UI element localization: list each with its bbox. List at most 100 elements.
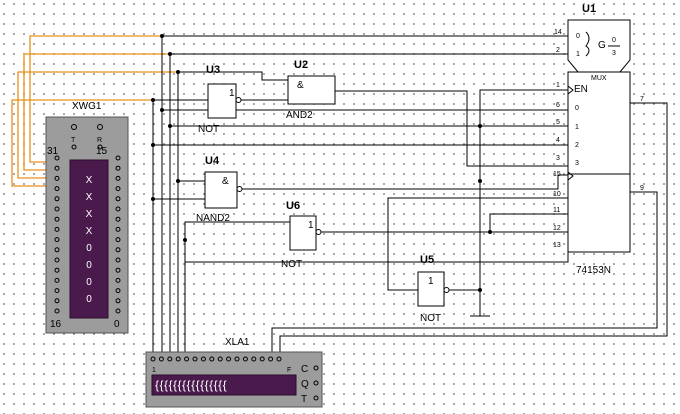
u1-pin2: 2 <box>556 47 560 54</box>
u5-bubble <box>443 287 450 293</box>
xwg1-left-terminals <box>54 155 60 314</box>
xwg1-screen-glyph: 0 <box>86 277 92 288</box>
u2-and-gate[interactable]: U2 & AND2 <box>286 59 336 121</box>
xwg1-bottom-left: 16 <box>50 319 62 330</box>
u4-ref: U4 <box>205 155 220 167</box>
xwg1-terminal-left[interactable] <box>54 237 60 243</box>
wires <box>11 35 668 358</box>
xwg1-t-terminal <box>71 144 77 150</box>
u1-fraction-top: 0 <box>612 37 616 44</box>
wire-gen-c[interactable] <box>17 71 178 179</box>
xla1-input-terminal[interactable] <box>158 356 164 362</box>
xwg1-terminal-left[interactable] <box>54 206 60 212</box>
u1-header: G <box>598 40 606 51</box>
u5-not-gate[interactable]: U5 1 NOT <box>417 254 450 324</box>
xwg1-terminal-left[interactable] <box>54 175 60 181</box>
xwg1-ref: XWG1 <box>72 101 102 112</box>
xwg1-terminal-left[interactable] <box>54 216 60 222</box>
xwg1-screen-glyph: X <box>86 209 93 220</box>
xwg1-terminal-left[interactable] <box>54 277 60 283</box>
xla1-input-terminal[interactable] <box>150 356 156 362</box>
xwg1-terminal-right[interactable] <box>115 186 121 192</box>
xwg1-t-label: T <box>71 137 76 144</box>
u3-not-gate[interactable]: U3 1 NOT <box>198 64 242 135</box>
xwg1-terminal-right[interactable] <box>115 298 121 304</box>
xla1-input-terminal[interactable] <box>268 356 274 362</box>
xwg1-terminal-left[interactable] <box>54 288 60 294</box>
xla1-input-terminal[interactable] <box>276 356 282 362</box>
xwg1-terminal-right[interactable] <box>115 175 121 181</box>
xwg1-terminal-right[interactable] <box>115 267 121 273</box>
wire-gen-a[interactable] <box>29 35 162 163</box>
xwg1-terminal-right[interactable] <box>115 196 121 202</box>
xwg1-terminal-right[interactable] <box>115 308 121 314</box>
xla1-screen-glyphs: {{{{{{{{{{{{{{{{ <box>155 378 227 392</box>
xwg1-top-right: 15 <box>96 146 108 157</box>
xwg1-terminal-left[interactable] <box>54 165 60 171</box>
xwg1-terminal-left[interactable] <box>54 247 60 253</box>
xla1-input-terminal[interactable] <box>242 356 248 362</box>
xwg1-terminal-right[interactable] <box>115 257 121 263</box>
xwg1-terminal-right[interactable] <box>115 237 121 243</box>
u6-part: NOT <box>281 259 302 270</box>
xwg1-terminal-right[interactable] <box>115 216 121 222</box>
mux-74153[interactable]: MUX EN 0 1 2 3 1 6 5 4 3 15 10 11 12 13 … <box>553 71 644 276</box>
xla1-input-terminal[interactable] <box>192 356 198 362</box>
wire-mux-13 <box>185 248 569 263</box>
wire-u2-out <box>335 90 568 167</box>
mux-part: 74153N <box>576 265 611 276</box>
xwg1-terminal-left[interactable] <box>54 308 60 314</box>
wire-mux-out-9 <box>271 191 658 358</box>
u6-bubble <box>315 229 322 235</box>
xwg1-terminal-left[interactable] <box>54 267 60 273</box>
xwg1-terminal-left[interactable] <box>54 298 60 304</box>
xwg1-r-terminal <box>97 144 103 150</box>
xla1-input-terminal[interactable] <box>217 356 223 362</box>
xwg1-terminal-left[interactable] <box>54 257 60 263</box>
xla1-input-terminal[interactable] <box>251 356 257 362</box>
xwg1-terminal-right[interactable] <box>115 206 121 212</box>
xwg1-terminal-left[interactable] <box>54 226 60 232</box>
wire-gen-b[interactable] <box>23 53 170 171</box>
wire-u6-in <box>184 221 290 240</box>
xwg1-terminal-left[interactable] <box>54 186 60 192</box>
xla1-side-q: Q <box>301 379 309 390</box>
wire-gen-d[interactable] <box>11 99 153 187</box>
xwg1-terminal-right[interactable] <box>115 155 121 161</box>
mux-label-0: 0 <box>575 105 579 112</box>
xwg1-terminal-right[interactable] <box>115 288 121 294</box>
logic-analyzer-xla1[interactable]: XLA1 {{{{{{{{{{{{{{{{ 1 F C Q T <box>145 337 323 408</box>
u3-body <box>207 83 237 119</box>
xla1-input-terminal[interactable] <box>175 356 181 362</box>
xwg1-terminal-left[interactable] <box>54 155 60 161</box>
u3-bubble <box>235 97 242 103</box>
mux-label-1: 1 <box>575 124 579 131</box>
u3-symbol: 1 <box>229 88 235 99</box>
xwg1-terminal-right[interactable] <box>115 165 121 171</box>
xwg1-terminal-right[interactable] <box>115 226 121 232</box>
xla1-input-terminal[interactable] <box>200 356 206 362</box>
u4-body <box>204 171 238 209</box>
xwg1-terminal-right[interactable] <box>115 277 121 283</box>
xla1-input-terminal[interactable] <box>167 356 173 362</box>
xwg1-terminal-right[interactable] <box>115 247 121 253</box>
xla1-c-terminal <box>313 365 319 371</box>
wire-enable <box>479 89 568 316</box>
wire-mux-11 <box>489 213 568 232</box>
xla1-left-num: 1 <box>152 367 156 374</box>
wire-mux-out-7 <box>279 102 668 358</box>
xla1-input-terminal[interactable] <box>259 356 265 362</box>
xla1-input-terminal[interactable] <box>234 356 240 362</box>
u6-not-gate[interactable]: U6 1 NOT <box>281 200 322 270</box>
xla1-ref: XLA1 <box>225 337 250 348</box>
u3-ref: U3 <box>206 64 220 76</box>
xwg1-screen-glyph: 0 <box>86 260 92 271</box>
xwg1-terminal-left[interactable] <box>54 196 60 202</box>
xla1-input-terminal[interactable] <box>184 356 190 362</box>
xla1-input-terminal[interactable] <box>209 356 215 362</box>
u4-nand-gate[interactable]: U4 & NAND2 <box>196 155 243 224</box>
u1-block[interactable]: U1 0 1 G 0 3 14 2 <box>554 3 631 73</box>
xla1-input-terminal[interactable] <box>226 356 232 362</box>
